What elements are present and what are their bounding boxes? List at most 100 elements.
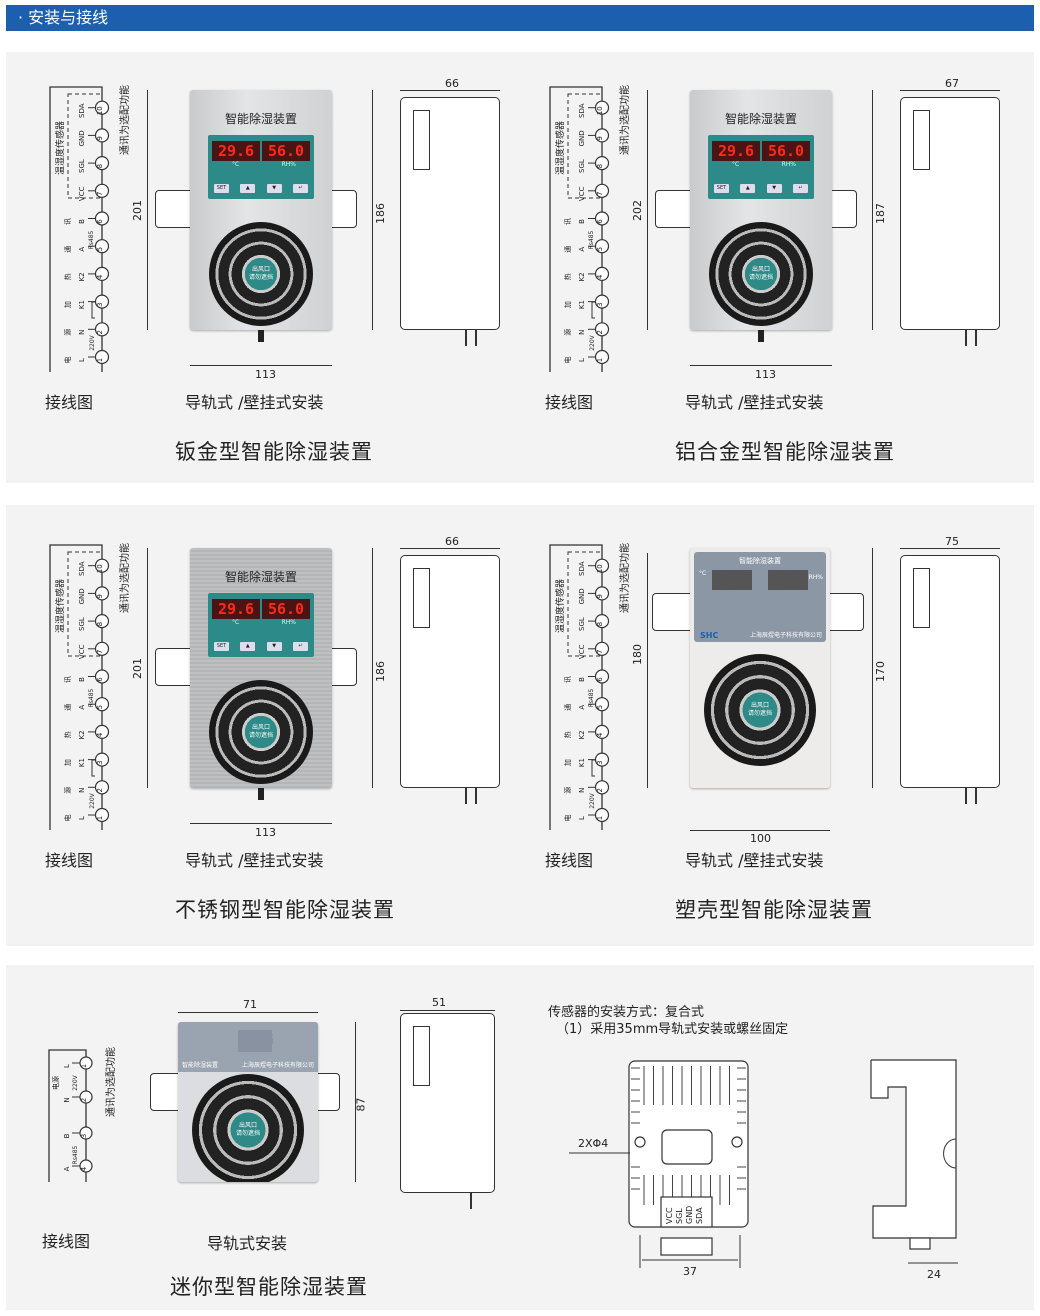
sensor-dashed-box xyxy=(567,93,603,199)
product-title: 钣金型智能除湿装置 xyxy=(175,440,373,464)
terminal-pin-label: B xyxy=(578,219,586,224)
wiring-diagram: 1L电2N源3K1加4K2热5A通6B讯7VCC8SGL9GND10SDA温湿度… xyxy=(49,543,131,830)
voltage-label: 220V xyxy=(89,792,96,808)
terminal-circle xyxy=(94,239,110,254)
up-button[interactable]: ▲ xyxy=(240,642,256,651)
terminal-number: 9 xyxy=(96,594,104,598)
dimension-label: 202 xyxy=(631,200,644,221)
terminal-circle xyxy=(594,211,610,226)
button-row: SET ▲ ▼ ↵ xyxy=(214,642,308,651)
terminal-pin-label: K1 xyxy=(78,758,86,767)
terminal-circle xyxy=(594,669,610,684)
sensor-install-heading: 传感器的安装方式：复合式 xyxy=(548,1005,705,1020)
terminal-pin-label: L xyxy=(78,358,86,362)
rs485-label: Rs485 xyxy=(88,230,95,249)
terminal-pin-label: L xyxy=(63,1064,71,1068)
down-button[interactable]: ▼ xyxy=(766,184,782,193)
set-button[interactable]: SET xyxy=(214,184,229,193)
dimension-line xyxy=(147,548,148,788)
fan-label-1: 出风口 xyxy=(751,266,771,273)
terminal-circle xyxy=(94,724,110,739)
device-label: 智能除湿装置 xyxy=(724,112,797,126)
terminal-group-label: 热 xyxy=(563,273,572,280)
wiring-diagram: 1L电2N源3K1加4K2热5A通6B讯7VCC8SGL9GND10SDA温湿度… xyxy=(549,543,631,830)
product-title: 铝合金型智能除湿装置 xyxy=(675,440,895,464)
fan-grille: 出风口请勿遮挡 xyxy=(209,222,313,326)
terminal-number: 10 xyxy=(596,564,604,573)
terminal-pin-label: SDA xyxy=(78,561,86,576)
enter-button[interactable]: ↵ xyxy=(292,184,308,193)
product-title: 迷你型智能除湿装置 xyxy=(170,1275,368,1299)
sensor-dashed-box xyxy=(67,551,103,657)
voltage-label: 220V xyxy=(589,792,596,808)
up-button[interactable]: ▲ xyxy=(740,184,756,193)
fan-label-2: 请勿遮挡 xyxy=(748,274,774,281)
panel-row-1 xyxy=(6,52,1034,483)
dimension-line xyxy=(690,365,832,366)
terminal-number: 5 xyxy=(596,705,604,709)
terminal-number: 1 xyxy=(96,358,104,362)
dimension-label: 113 xyxy=(255,826,276,839)
side-foot xyxy=(909,1237,931,1250)
terminal-number: 5 xyxy=(96,247,104,251)
sensor-pin-label: VCC xyxy=(665,1207,674,1224)
set-button[interactable]: SET xyxy=(714,184,729,193)
comm-note: 通讯为选配功能 xyxy=(618,85,631,155)
side-view-slot xyxy=(913,110,930,170)
terminal-pin-label: SDA xyxy=(578,103,586,118)
terminal-number: 7 xyxy=(96,192,104,196)
fan-label-2: 请勿遮挡 xyxy=(747,710,773,717)
terminal-pin-label: A xyxy=(78,247,86,252)
terminal-circle xyxy=(594,807,610,823)
device-label: 智能除湿装置 xyxy=(224,570,297,584)
dimension-label: 201 xyxy=(131,200,144,221)
terminal-circle xyxy=(594,128,610,143)
side-view-leg xyxy=(465,330,467,346)
dimension-label: 51 xyxy=(432,996,446,1009)
enter-button[interactable]: ↵ xyxy=(792,184,808,193)
terminal-pin-label: B xyxy=(578,677,586,682)
down-button[interactable]: ▼ xyxy=(266,642,282,651)
up-button[interactable]: ▲ xyxy=(240,184,256,193)
terminal-group-label: 通 xyxy=(563,246,572,253)
terminal-circle xyxy=(94,669,110,684)
side-view xyxy=(400,555,500,788)
terminal-number: 4 xyxy=(596,274,604,279)
set-button[interactable]: SET xyxy=(214,642,229,651)
terminal-circle xyxy=(79,1159,93,1173)
terminal-number: 6 xyxy=(596,677,604,682)
side-view-slot xyxy=(413,1026,430,1086)
dimension-line xyxy=(872,548,873,788)
terminal-group-label: 电 xyxy=(563,357,572,364)
dimension-line xyxy=(900,90,1000,91)
comm-note: 通讯为选配功能 xyxy=(118,85,131,155)
terminal-circle xyxy=(94,156,110,171)
dimension-line xyxy=(178,1012,318,1013)
terminal-number: 1 xyxy=(96,816,104,820)
terminal-group-label: 讯 xyxy=(64,676,72,683)
terminal-pin-label: SDA xyxy=(578,561,586,576)
terminal-circle xyxy=(594,156,610,171)
terminal-circle xyxy=(94,100,110,115)
temp-unit: °C xyxy=(232,619,240,626)
hum-unit: RH% xyxy=(281,619,296,626)
terminal-number: 10 xyxy=(96,564,104,573)
terminal-number: 6 xyxy=(96,219,104,224)
terminal-pin-label: N xyxy=(578,330,586,335)
terminal-circle xyxy=(594,614,610,629)
dimension-line xyxy=(372,548,373,788)
humidity-display: 56.0 xyxy=(762,141,810,161)
cable-gland xyxy=(258,788,264,800)
down-button[interactable]: ▼ xyxy=(266,184,282,193)
enter-button[interactable]: ↵ xyxy=(292,642,308,651)
terminal-circle xyxy=(594,586,610,601)
dimension-line xyxy=(190,365,332,366)
fan-warning-label: 出风口请勿遮挡 xyxy=(748,702,772,718)
terminal-group-label: 讯 xyxy=(564,676,572,683)
temperature-display: 29.6 xyxy=(712,570,752,590)
terminal-pin-label: VCC xyxy=(578,186,586,201)
